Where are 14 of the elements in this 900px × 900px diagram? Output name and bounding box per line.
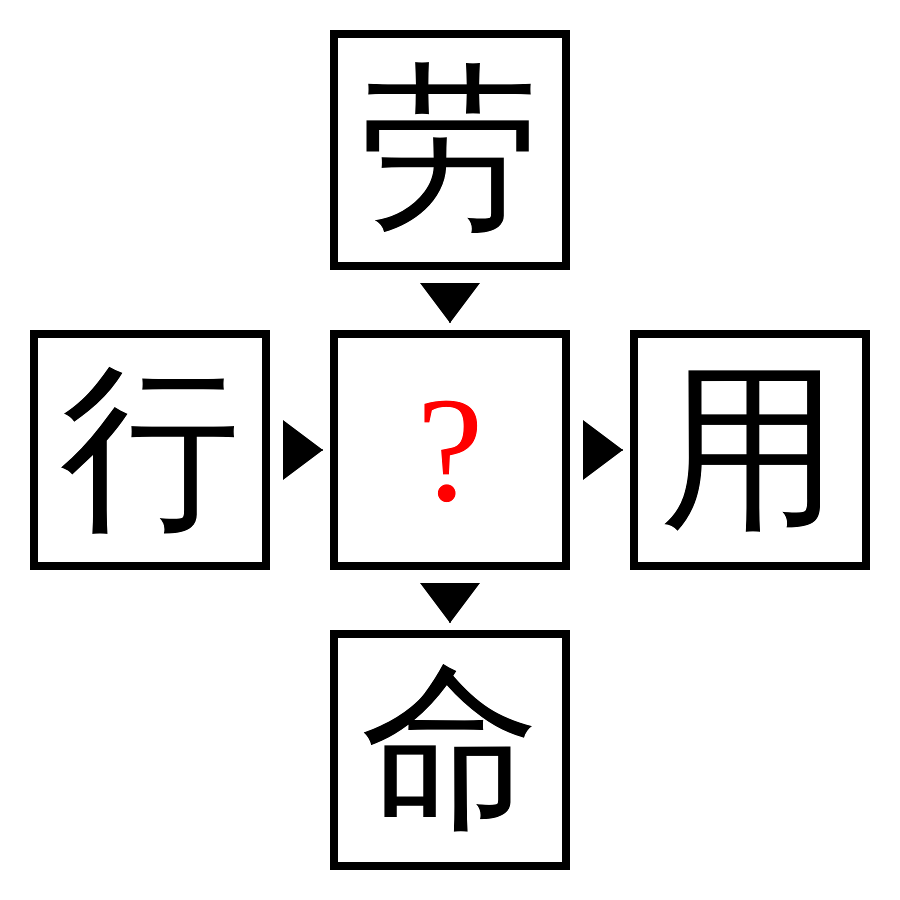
character-box <box>330 630 570 870</box>
character-box <box>630 330 870 570</box>
chinese-character: 命 <box>360 660 540 840</box>
arrow <box>420 283 480 323</box>
chinese-character: 用 <box>660 360 840 540</box>
arrow <box>283 420 323 480</box>
arrow <box>420 583 480 623</box>
chinese-character: 劳 <box>360 60 540 240</box>
question-mark: ? <box>416 375 484 525</box>
arrow <box>583 420 623 480</box>
character-box <box>30 330 270 570</box>
character-box <box>330 30 570 270</box>
chinese-character: 行 <box>60 360 240 540</box>
character-box <box>330 330 570 570</box>
